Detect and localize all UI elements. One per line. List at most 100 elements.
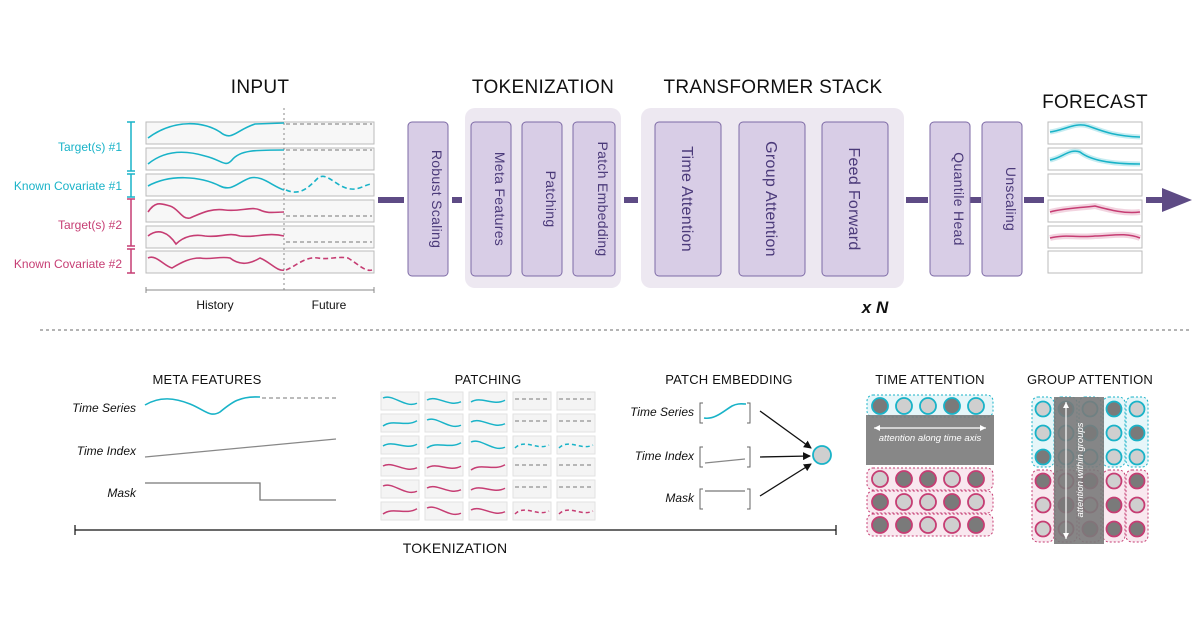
forecast-title: FORECAST: [1042, 92, 1148, 113]
patch-cell: [556, 391, 596, 411]
patch-segment: [470, 399, 506, 403]
time-attention-panel: TIME ATTENTION attention along time axis: [866, 372, 994, 537]
pipeline-connectors: [378, 188, 1192, 212]
token-circle: [919, 493, 937, 511]
patch-cell: [512, 435, 552, 455]
unscaling-label: Unscaling: [1003, 167, 1019, 231]
patch-embedding-label: Patch Embedding: [595, 141, 611, 256]
token-circle: [943, 470, 961, 488]
patch-embedding-block: [572, 121, 616, 277]
future-label: Future: [312, 298, 347, 312]
token-circle: [871, 493, 889, 511]
group-attention-overlay: [1054, 397, 1104, 544]
feed-forward-block: [821, 121, 889, 277]
token-circle: [1128, 400, 1146, 418]
patch-segment: [426, 397, 462, 404]
token-circle: [1128, 520, 1146, 538]
token-circle: [919, 516, 937, 534]
meta-features-title: META FEATURES: [152, 372, 261, 387]
patch-embedding-title: PATCH EMBEDDING: [665, 372, 792, 387]
robust-scaling-block: [407, 121, 449, 277]
embed-mask-label: Mask: [665, 491, 695, 505]
token-circle: [1034, 424, 1052, 442]
token-circle: [1105, 520, 1123, 538]
token-circle: [1034, 496, 1052, 514]
input-brackets: [127, 121, 135, 274]
quantile-head-label: Quantile Head: [951, 152, 967, 245]
token-circle: [1128, 472, 1146, 490]
feed-forward-label: Feed Forward: [845, 147, 862, 250]
patch-segment: [558, 443, 594, 449]
patch-segment: [382, 396, 418, 406]
token-circle: [1105, 400, 1123, 418]
quantile-head-block: [929, 121, 971, 277]
patch-embedding-panel: PATCH EMBEDDING Time Series Time Index M…: [630, 372, 832, 510]
embedding-token: [812, 445, 832, 465]
embed-time-index-label: Time Index: [635, 449, 695, 463]
meta-features-block: [470, 121, 512, 277]
tokenization-span-label: TOKENIZATION: [403, 540, 508, 556]
token-circle: [919, 470, 937, 488]
patch-cell: [512, 457, 552, 477]
patch-segment: [382, 484, 418, 494]
forecast-panels: [1047, 121, 1143, 274]
patch-segment: [426, 485, 462, 492]
token-circle: [895, 470, 913, 488]
patch-grid: [380, 391, 596, 521]
patch-segment: [426, 418, 462, 428]
history-label: History: [196, 298, 233, 312]
time-attention-title: TIME ATTENTION: [875, 372, 984, 387]
patch-segment: [382, 443, 418, 447]
repeat-count: x N: [861, 298, 889, 317]
patch-cell: [556, 435, 596, 455]
patch-segment: [514, 443, 550, 449]
patch-segment: [514, 509, 550, 515]
tokenization-span: TOKENIZATION: [74, 525, 837, 556]
group-attention-block: [738, 121, 806, 277]
group-attention-panel: GROUP ATTENTION attention within groups: [1027, 372, 1153, 544]
patch-segment: [426, 465, 462, 469]
token-circle: [967, 470, 985, 488]
meta-time-index-label: Time Index: [77, 444, 137, 458]
patch-segment: [558, 509, 594, 515]
time-attention-overlay: [866, 415, 994, 465]
patching-panel: PATCHING: [380, 372, 596, 521]
token-circle: [1105, 496, 1123, 514]
time-attention-label: Time Attention: [678, 146, 695, 252]
token-circle: [871, 470, 889, 488]
token-circle: [1034, 520, 1052, 538]
token-circle: [967, 493, 985, 511]
patch-cell: [556, 413, 596, 433]
token-circle: [871, 516, 889, 534]
patch-segment: [426, 506, 462, 516]
token-circle: [1034, 472, 1052, 490]
time-attention-note: attention along time axis: [879, 433, 982, 444]
group-attention-label: Group Attention: [762, 141, 779, 257]
patch-cell: [512, 501, 552, 521]
patch-cell: [512, 391, 552, 411]
input-row-label: Target(s) #2: [58, 218, 122, 232]
patch-segment: [382, 463, 418, 470]
time-attention-grid: [866, 394, 994, 537]
patch-segment: [382, 508, 418, 515]
patch-cell: [556, 479, 596, 499]
patch-segment: [426, 442, 462, 449]
patch-segment: [470, 507, 506, 514]
unscaling-block: [981, 121, 1023, 277]
patching-block: [521, 121, 563, 277]
input-title: INPUT: [231, 77, 290, 98]
input-row-label: Known Covariate #1: [14, 179, 122, 193]
token-circle: [1128, 448, 1146, 466]
patch-cell: [556, 501, 596, 521]
embed-time-series-label: Time Series: [630, 405, 694, 419]
patching-title: PATCHING: [455, 372, 522, 387]
patch-segment: [470, 419, 506, 426]
meta-features-panel: META FEATURES Time Series Time Index Mas…: [72, 372, 337, 501]
token-circle: [1128, 496, 1146, 514]
meta-features-label: Meta Features: [492, 152, 508, 246]
robust-scaling-label: Robust Scaling: [429, 150, 445, 248]
history-future-axis: History Future: [145, 287, 375, 312]
token-circle: [1105, 448, 1123, 466]
group-attention-title: GROUP ATTENTION: [1027, 372, 1153, 387]
patch-cell: [512, 413, 552, 433]
